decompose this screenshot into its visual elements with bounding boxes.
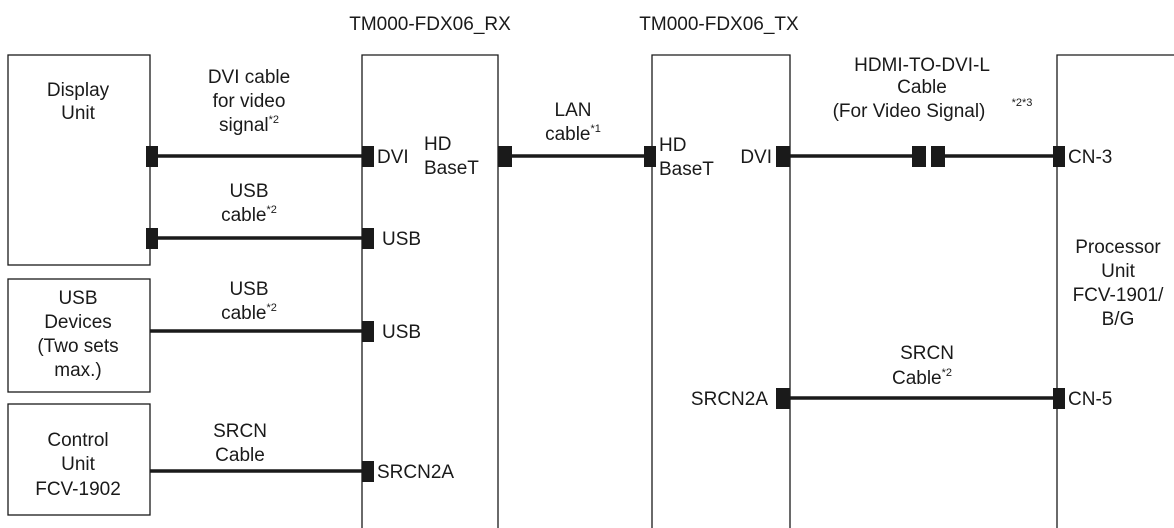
rx-hdbaset-port-label-1: HD	[424, 134, 451, 155]
srcn-control-cable-label-2: Cable	[215, 445, 265, 466]
lan-cable-note: *1	[591, 123, 601, 135]
dvi-cable-label-3-text: signal	[219, 115, 269, 136]
hdmi-plug-connector	[912, 146, 926, 167]
lan-cable-label-2: cable*1	[545, 123, 601, 145]
display-dvi-connector	[146, 146, 158, 167]
processor-unit-label-2: Unit	[1101, 261, 1136, 282]
proc-cn3-connector	[1053, 146, 1065, 167]
rx-srcn-connector	[362, 461, 374, 482]
control-unit-label-2: Unit	[61, 454, 96, 475]
srcn-processor-cable-label-2-text: Cable	[892, 368, 942, 389]
lan-cable-label-1: LAN	[555, 100, 592, 121]
dvi-cable-label-2: for video	[213, 91, 286, 112]
proc-cn5-port-label: CN-5	[1068, 389, 1112, 410]
display-unit-label-1: Display	[47, 80, 110, 101]
usb-devices-cable-label-2: cable*2	[221, 302, 277, 324]
display-unit-label-2: Unit	[61, 103, 96, 124]
dvi-cable-label-3: signal*2	[219, 114, 279, 136]
hdmi-cable-label-3: (For Video Signal)	[833, 101, 986, 122]
usb-devices-label-3: (Two sets	[37, 336, 118, 357]
usb-display-cable-label-2-text: cable	[221, 205, 266, 226]
rx-usb-2-connector	[362, 321, 374, 342]
dvi-cable-label-1: DVI cable	[208, 67, 290, 88]
control-unit-box	[7, 403, 151, 516]
rx-hdbaset-connector	[498, 146, 512, 167]
usb-devices-cable-label-2-text: cable	[221, 303, 266, 324]
usb-devices-cable-note: *2	[267, 302, 277, 314]
usb-devices-label-2: Devices	[44, 312, 112, 333]
hdmi-cable-label-2: Cable	[897, 77, 947, 98]
usb-devices-label-1: USB	[58, 288, 97, 309]
rx-usb-1-connector	[362, 228, 374, 249]
usb-devices-box	[7, 278, 151, 393]
srcn-control-cable-label-1: SRCN	[213, 421, 267, 442]
tx-title: TM000-FDX06_TX	[639, 14, 799, 35]
srcn-processor-cable-label-2: Cable*2	[892, 367, 952, 389]
dvi-cable-note: *2	[269, 114, 279, 126]
tx-dvi-port-label: DVI	[740, 147, 772, 168]
hdmi-cable-note: *2*3	[1012, 97, 1033, 109]
rx-dvi-connector	[362, 146, 374, 167]
rx-usb-2-port-label: USB	[382, 322, 421, 343]
usb-display-cable-label-2: cable*2	[221, 204, 277, 226]
tx-srcn-connector	[776, 388, 790, 409]
processor-unit-label-1: Processor	[1075, 237, 1161, 258]
proc-cn5-connector	[1053, 388, 1065, 409]
tx-hdbaset-port-label-1: HD	[659, 135, 686, 156]
srcn-processor-cable-label-1: SRCN	[900, 343, 954, 364]
processor-unit-box	[1056, 54, 1174, 528]
processor-unit-label-4: B/G	[1102, 309, 1135, 330]
usb-display-cable-note: *2	[267, 204, 277, 216]
dvi-plug-connector	[931, 146, 945, 167]
display-unit-box	[7, 54, 151, 266]
rx-srcn-port-label: SRCN2A	[377, 462, 454, 483]
lan-cable-label-2-text: cable	[545, 124, 590, 145]
tx-srcn-port-label: SRCN2A	[691, 389, 768, 410]
rx-hdbaset-port-label-2: BaseT	[424, 158, 479, 179]
srcn-processor-cable-note: *2	[942, 367, 952, 379]
tx-dvi-connector	[776, 146, 790, 167]
tx-unit-box	[651, 54, 791, 528]
tx-hdbaset-port-label-2: BaseT	[659, 159, 714, 180]
control-unit-label-3: FCV-1902	[35, 479, 121, 500]
control-unit-label-1: Control	[47, 430, 108, 451]
rx-dvi-port-label: DVI	[377, 147, 409, 168]
proc-cn3-port-label: CN-3	[1068, 147, 1112, 168]
usb-devices-cable-label-1: USB	[229, 279, 268, 300]
rx-unit-box	[361, 54, 499, 528]
rx-title: TM000-FDX06_RX	[349, 14, 511, 35]
hdmi-cable-label-1: HDMI-TO-DVI-L	[854, 55, 990, 76]
usb-display-cable-label-1: USB	[229, 181, 268, 202]
display-usb-connector	[146, 228, 158, 249]
rx-usb-1-port-label: USB	[382, 229, 421, 250]
usb-devices-label-4: max.)	[54, 360, 102, 381]
processor-unit-label-3: FCV-1901/	[1073, 285, 1165, 306]
tx-hdbaset-connector	[644, 146, 656, 167]
